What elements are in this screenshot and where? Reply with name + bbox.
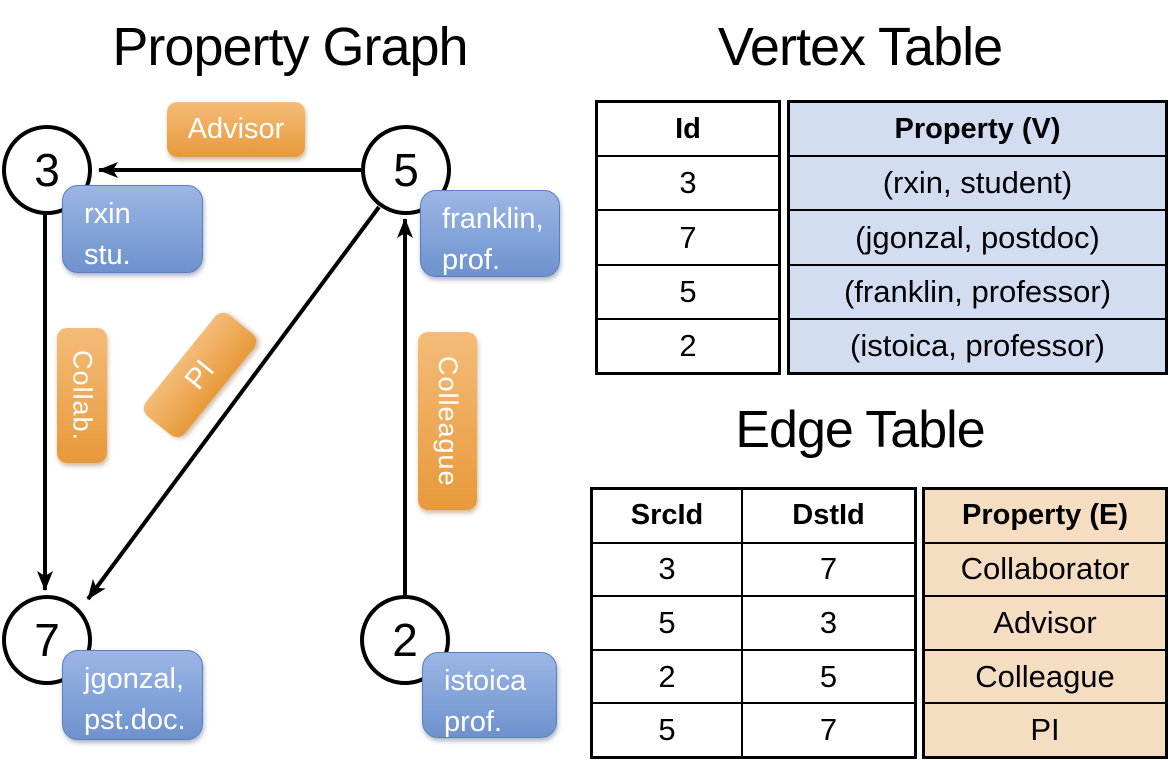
- edge-table-srcid-cell: 3: [593, 541, 741, 596]
- edge-table-property-column: Property (E) Collaborator Advisor Collea…: [922, 487, 1168, 759]
- vertex-box-rxin-line1: rxin: [84, 198, 131, 230]
- edge-table-srcid-column: SrcId 3 5 2 5: [593, 490, 741, 756]
- vertex-box-jgonzal-line1: jgonzal,: [84, 663, 184, 695]
- node-5-id: 5: [393, 144, 419, 196]
- edge-label-collab-text: Collab.: [67, 349, 98, 442]
- edge-table-property-cell: Collaborator: [925, 541, 1165, 596]
- edge-table-dstid-column: DstId 7 3 5 7: [741, 490, 914, 756]
- edge-table-property-cell: Advisor: [925, 595, 1165, 649]
- property-graph-title: Property Graph: [112, 17, 468, 77]
- graph-edges-canvas: [37, 162, 413, 601]
- vertex-table-title: Vertex Table: [717, 17, 1003, 77]
- edge-label-colleague: Colleague: [418, 332, 477, 510]
- edge-table-dstid-cell: 3: [743, 595, 914, 649]
- node-3-id: 3: [34, 144, 60, 196]
- edge-table-title: Edge Table: [735, 401, 985, 459]
- edge-table-srcid-cell: 5: [593, 702, 741, 756]
- vertex-table-property-header: Property (V): [790, 103, 1165, 156]
- edge-label-collab: Collab.: [57, 328, 107, 463]
- vertex-box-jgonzal: jgonzal, pst.doc.: [62, 650, 203, 740]
- edge-table-srcid-cell: 2: [593, 648, 741, 703]
- edge-table-srcid-cell: 5: [593, 595, 741, 649]
- edge-table-dstid-cell: 7: [743, 541, 914, 596]
- vertex-table-id-cell: 2: [598, 317, 778, 372]
- vertex-box-rxin-line2: stu.: [84, 239, 131, 272]
- edge-pi-5-to-7: [86, 205, 381, 601]
- vertex-table-property-cell: (jgonzal, postdoc): [790, 209, 1165, 264]
- vertex-box-franklin-line1: franklin,: [442, 203, 544, 235]
- node-2-id: 2: [392, 614, 418, 666]
- edge-label-pi-text: PI: [178, 353, 221, 396]
- node-7-id: 7: [34, 614, 60, 666]
- edge-label-colleague-text: Colleague: [433, 355, 463, 487]
- vertex-table-property-column: Property (V) (rxin, student) (jgonzal, p…: [787, 100, 1168, 375]
- edge-table-srcid-header: SrcId: [630, 499, 704, 532]
- vertex-table-id-cell: 5: [598, 263, 778, 318]
- vertex-box-istoica-line1: istoica: [444, 665, 527, 697]
- edge-table-property-cell: Colleague: [925, 648, 1165, 703]
- edge-label-advisor: Advisor: [167, 102, 305, 157]
- edge-table-dstid-header: DstId: [792, 499, 865, 532]
- edge-table-property-header: Property (E): [925, 490, 1165, 542]
- edge-table-id-columns: SrcId 3 5 2 5 DstId 7 3 5 7: [590, 487, 917, 759]
- vertex-box-franklin: franklin, prof.: [420, 190, 560, 277]
- vertex-table-id-cell: 3: [598, 155, 778, 209]
- edge-table-property-cell: PI: [925, 702, 1165, 756]
- vertex-table-id-cell: 7: [598, 209, 778, 263]
- edge-table-dstid-cell: 7: [743, 702, 914, 756]
- vertex-box-jgonzal-line2: pst.doc.: [84, 704, 186, 737]
- graph-node-5: 5: [361, 125, 451, 215]
- edge-label-advisor-text: Advisor: [187, 113, 285, 145]
- graph-node-2: 2: [360, 595, 450, 685]
- edge-table-dstid-cell: 5: [743, 648, 914, 703]
- vertex-box-istoica: istoica prof.: [422, 652, 557, 738]
- vertex-table-property-cell: (franklin, professor): [790, 263, 1165, 318]
- vertex-table-id-column: Id 3 7 5 2: [595, 100, 781, 375]
- vertex-table-id-header: Id: [675, 112, 701, 145]
- vertex-box-franklin-line2: prof.: [442, 244, 501, 277]
- vertex-box-rxin: rxin stu.: [62, 185, 203, 273]
- vertex-box-istoica-line2: prof.: [444, 706, 503, 739]
- vertex-table-property-cell: (rxin, student): [790, 155, 1165, 210]
- vertex-table-property-cell: (istoica, professor): [790, 317, 1165, 373]
